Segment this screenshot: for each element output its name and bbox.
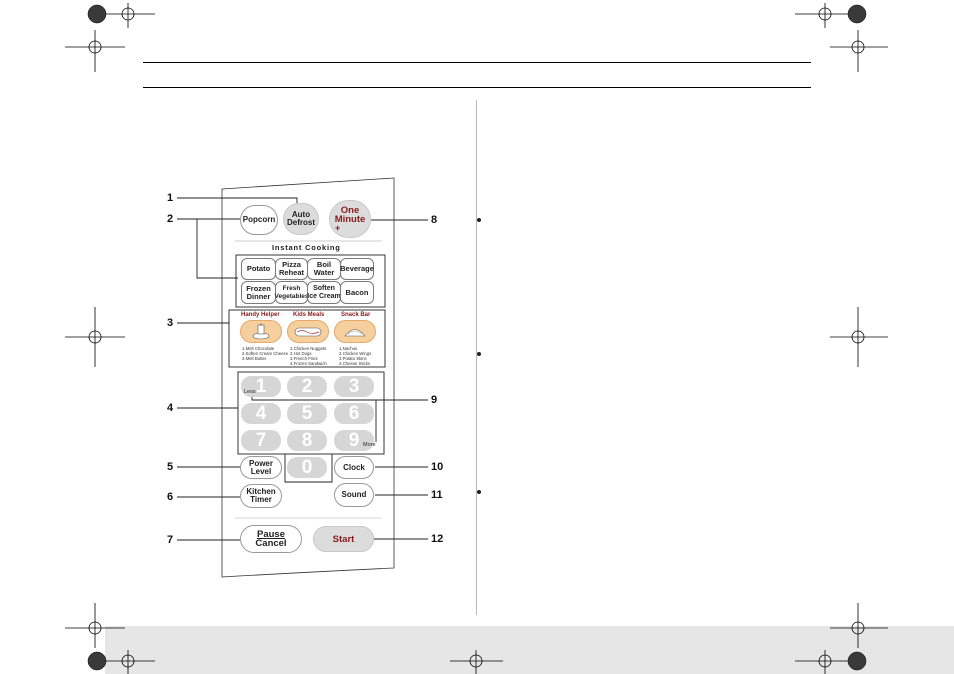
crosshair-icon (795, 3, 848, 28)
color-target-icon (847, 4, 867, 24)
digit-7-button[interactable]: 7 (241, 430, 281, 451)
crosshair-icon (830, 307, 888, 367)
popcorn-button[interactable]: Popcorn (240, 205, 278, 235)
color-target-icon (847, 651, 867, 671)
cancel-label: Cancel (255, 538, 287, 549)
hotdog-icon (294, 327, 322, 337)
bullet-dot (477, 352, 481, 356)
kids-meals-list: 1.Chicken Nuggets 2.Hot Dogs 3.French Fr… (290, 346, 327, 366)
one-minute-label: One Minute (334, 204, 366, 225)
callout-3: 3 (167, 317, 174, 329)
callout-7: 7 (167, 534, 174, 546)
clock-button[interactable]: Clock (334, 456, 374, 479)
bullet-dot (477, 218, 481, 222)
crosshair-icon (830, 30, 888, 72)
mixer-icon (252, 323, 270, 340)
bullet-dot (477, 490, 481, 494)
boil-water-button[interactable]: Boil Water (307, 258, 341, 280)
footer-band (105, 626, 954, 674)
digit-2-button[interactable]: 2 (287, 376, 327, 397)
digit-5-button[interactable]: 5 (287, 403, 327, 424)
snack-bar-title: Snack Bar (341, 312, 371, 318)
color-target-icon (87, 4, 107, 24)
header-rule-bottom (143, 87, 811, 88)
bacon-button[interactable]: Bacon (340, 281, 374, 304)
soften-ice-cream-button[interactable]: Soften Ice Cream (307, 281, 341, 304)
snack-bar-list: 1.Nachos 2.Chicken Wings 3.Potato Skins … (339, 346, 372, 366)
kitchen-timer-button[interactable]: Kitchen Timer (240, 484, 282, 508)
handy-helper-title: Handy Helper (241, 312, 280, 318)
kids-meals-title: Kids Meals (293, 312, 325, 318)
less-label: Less (244, 389, 256, 395)
header-rule-top (143, 62, 811, 63)
callout-8: 8 (431, 214, 438, 226)
callout-2: 2 (167, 213, 174, 225)
crosshair-icon (795, 650, 848, 674)
pizza-reheat-button[interactable]: Pizza Reheat (275, 258, 308, 280)
more-label: More (363, 442, 376, 448)
callout-5: 5 (167, 461, 174, 473)
power-level-button[interactable]: Power Level (240, 456, 282, 479)
handy-helper-button[interactable] (240, 320, 282, 343)
digit-0-button[interactable]: 0 (287, 457, 327, 478)
one-minute-button[interactable]: One Minute + (329, 200, 371, 238)
digit-3-button[interactable]: 3 (334, 376, 374, 397)
fresh-vegetables-button[interactable]: Fresh Vegetables (275, 281, 308, 304)
instant-cooking-title: Instant Cooking (272, 243, 341, 252)
crosshair-icon (65, 30, 125, 72)
frozen-dinner-button[interactable]: Frozen Dinner (241, 281, 276, 304)
handy-helper-list: 1.Melt Chocolate 2.Soften Cream Cheese 3… (242, 346, 289, 361)
kids-meals-button[interactable] (287, 320, 329, 343)
snack-bar-button[interactable] (334, 320, 376, 343)
callout-6: 6 (167, 491, 174, 503)
crosshair-icon (830, 603, 888, 648)
callout-12: 12 (431, 533, 444, 545)
auto-defrost-button[interactable]: Auto Defrost (283, 203, 319, 235)
digit-1-button[interactable]: 1 (241, 376, 281, 397)
crosshair-icon (65, 307, 125, 367)
color-target-icon (87, 651, 107, 671)
digit-6-button[interactable]: 6 (334, 403, 374, 424)
callout-1: 1 (167, 192, 174, 204)
pause-cancel-button[interactable]: Pause Cancel (240, 525, 302, 553)
taco-icon (344, 329, 366, 337)
beverage-button[interactable]: Beverage (340, 258, 374, 280)
digit-9-button[interactable]: 9 (334, 430, 374, 451)
crosshair-icon (450, 650, 503, 674)
callout-10: 10 (431, 461, 444, 473)
digit-8-button[interactable]: 8 (287, 430, 327, 451)
callout-11: 11 (431, 489, 443, 501)
crosshair-icon (65, 603, 125, 648)
potato-button[interactable]: Potato (241, 258, 276, 280)
crosshair-icon (105, 3, 155, 28)
digit-4-button[interactable]: 4 (241, 403, 281, 424)
callout-4: 4 (167, 402, 174, 414)
sound-button[interactable]: Sound (334, 483, 374, 507)
pause-label: Pause (257, 529, 285, 540)
callout-9: 9 (431, 394, 438, 406)
one-minute-plus: + (335, 222, 341, 233)
crosshair-icon (105, 650, 155, 674)
start-button[interactable]: Start (313, 526, 374, 552)
column-divider (476, 100, 477, 615)
